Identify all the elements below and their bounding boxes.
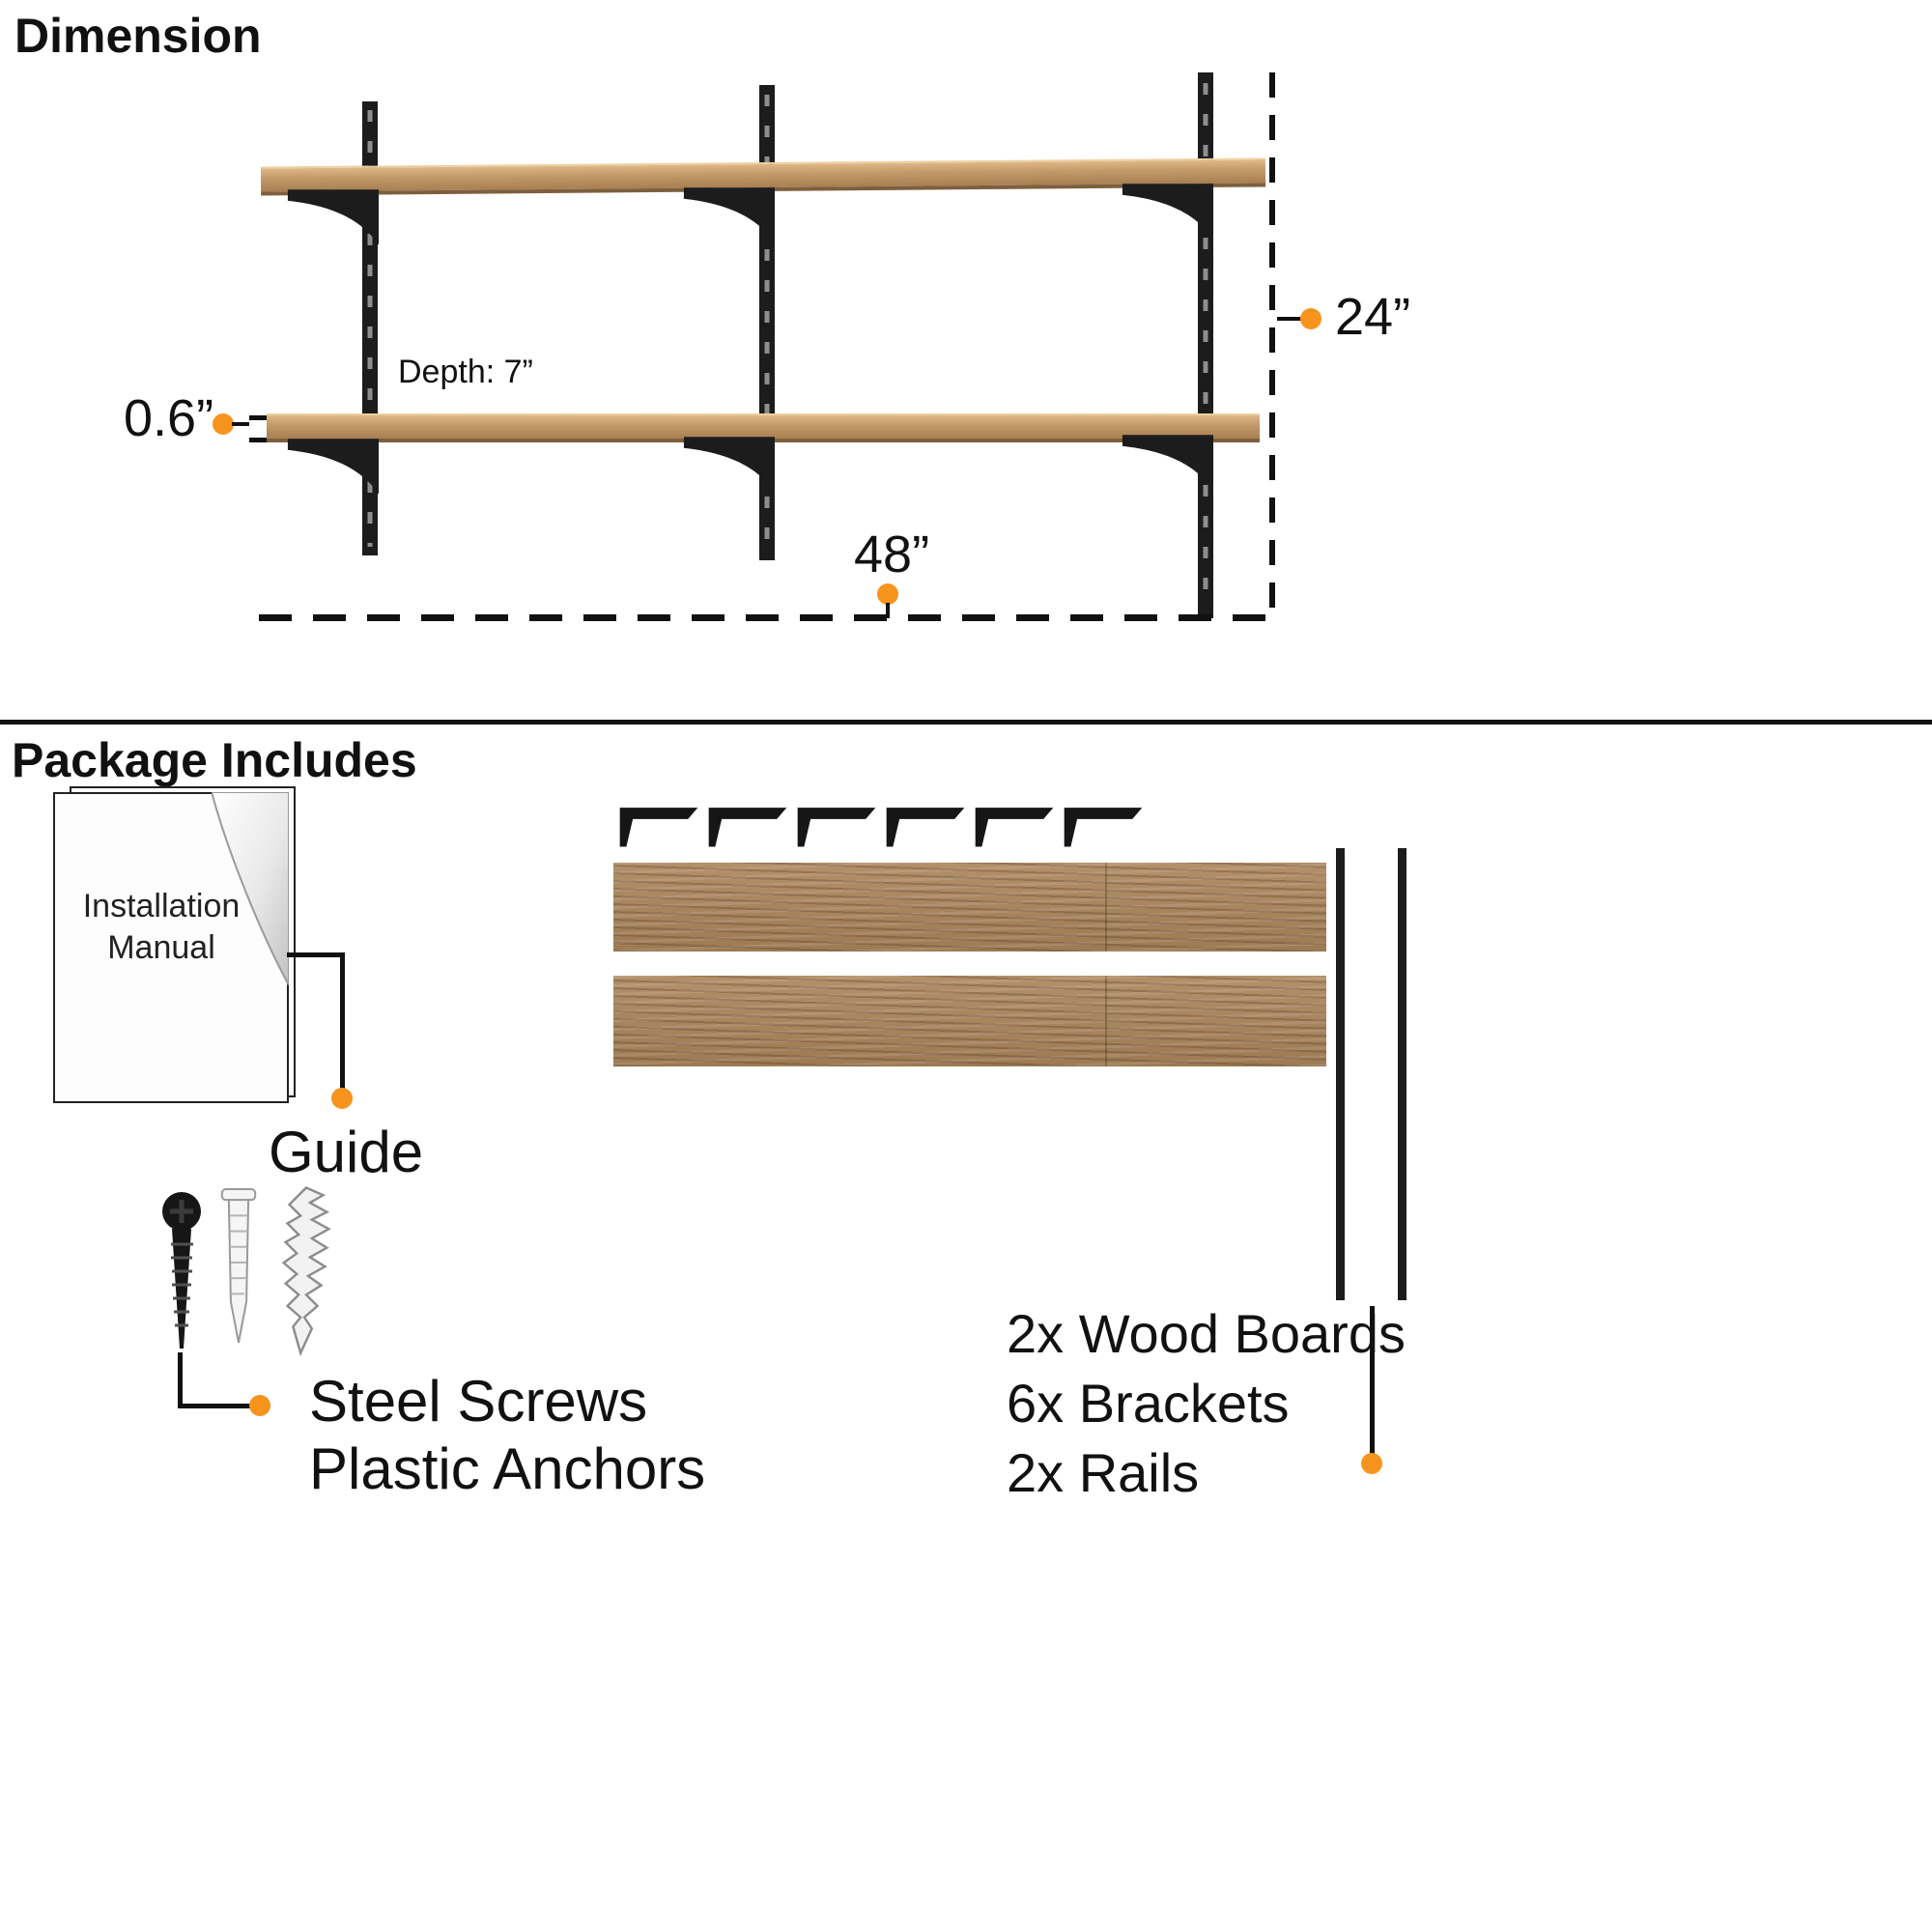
shelf-bracket-icon: [1122, 184, 1213, 240]
board-seam: [1105, 863, 1108, 952]
contents-connector-v: [1370, 1306, 1375, 1459]
contents-item-rails: 2x Rails: [1007, 1442, 1200, 1503]
manual-title: Installation Manual: [65, 886, 258, 968]
width-dimension-dot: [877, 583, 898, 605]
plastic-anchor-icon: [220, 1188, 257, 1344]
thickness-dimension-dot: [213, 413, 234, 435]
package-bracket-icon: [797, 808, 876, 847]
width-dimension-line: [259, 614, 1275, 621]
shelf-rail-right: [1198, 72, 1213, 618]
rail-slots: [764, 94, 770, 552]
shelf-bracket-icon: [683, 187, 775, 243]
screws-label: Steel Screws: [309, 1369, 648, 1434]
package-bracket-icon: [708, 808, 787, 847]
height-label: 24”: [1335, 288, 1411, 346]
screws-dot: [249, 1395, 270, 1416]
manual-page: Installation Manual: [53, 792, 289, 1103]
guide-label: Guide: [269, 1120, 424, 1184]
board-seam: [1105, 976, 1108, 1066]
dimension-title: Dimension: [14, 9, 262, 63]
contents-item-wood-boards: 2x Wood Boards: [1007, 1303, 1406, 1364]
package-bracket-icon: [975, 808, 1054, 847]
thickness-leader-line: [232, 422, 249, 426]
package-bracket-icon: [619, 808, 698, 847]
contents-dot: [1361, 1453, 1382, 1474]
manual-line1: Installation: [82, 888, 241, 924]
spiral-anchor-icon: [281, 1186, 331, 1357]
screws-connector-v: [178, 1352, 183, 1408]
guide-dot: [331, 1088, 353, 1109]
height-dimension-dot: [1300, 308, 1321, 329]
guide-connector-v: [340, 952, 345, 1099]
package-title: Package Includes: [12, 733, 417, 787]
wood-board-2: [613, 976, 1326, 1066]
shelf-bracket-icon: [287, 189, 379, 245]
rail-slots: [1203, 83, 1208, 608]
rail-slots: [367, 110, 373, 547]
width-label: 48”: [854, 526, 930, 583]
package-bracket-icon: [886, 808, 965, 847]
package-rail-1: [1336, 848, 1345, 1300]
thickness-label: 0.6”: [124, 389, 214, 447]
anchors-label: Plastic Anchors: [309, 1436, 706, 1501]
package-rail-2: [1398, 848, 1406, 1300]
depth-label: Depth: 7”: [398, 354, 533, 390]
manual-line2: Manual: [107, 928, 215, 966]
package-bracket-icon: [1064, 808, 1143, 847]
wood-board-1: [613, 863, 1326, 952]
shelf-bracket-icon: [683, 437, 775, 493]
screws-connector-h: [178, 1404, 257, 1408]
steel-screw-icon: [162, 1192, 201, 1349]
thickness-marker: [249, 415, 267, 442]
shelf-bracket-icon: [287, 439, 379, 495]
page-curl-icon: [212, 792, 289, 985]
height-leader-line: [1277, 317, 1304, 321]
contents-item-brackets: 6x Brackets: [1007, 1373, 1290, 1434]
shelf-bracket-icon: [1122, 435, 1213, 491]
section-divider: [0, 720, 1932, 724]
width-leader-line: [886, 603, 890, 618]
height-dimension-line: [1269, 72, 1275, 625]
guide-connector-h: [287, 952, 345, 957]
